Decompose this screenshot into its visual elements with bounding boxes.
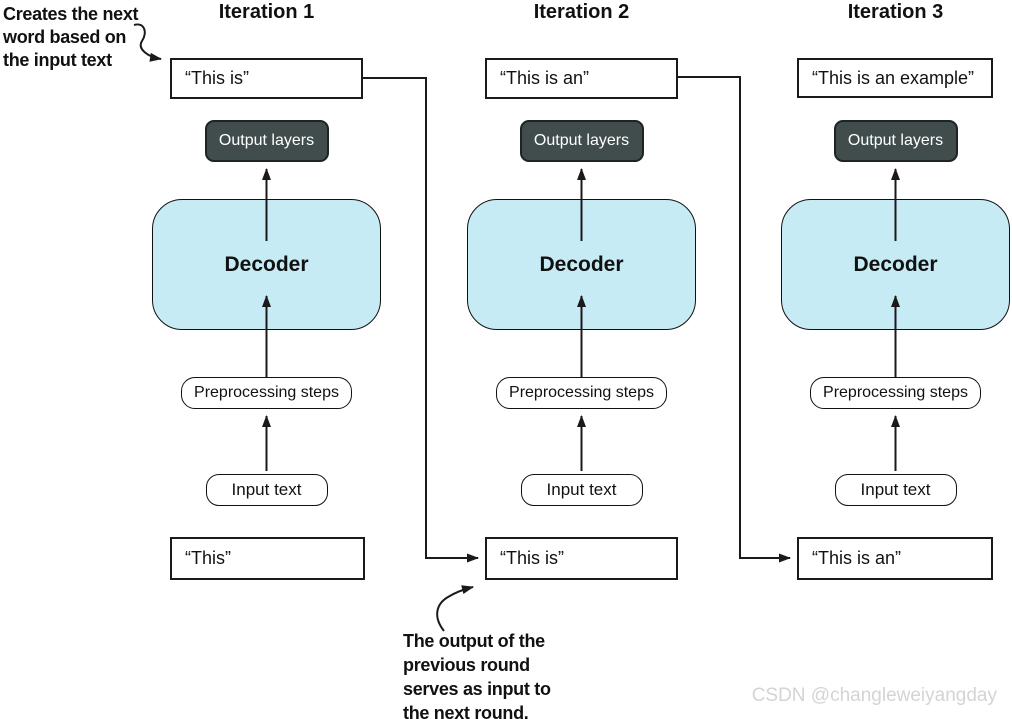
annotation-line: Creates the next — [3, 4, 139, 24]
iteration-3-preprocessing-box: Preprocessing steps — [810, 377, 981, 409]
annotation-line: the next round. — [403, 703, 529, 719]
iteration-3-output-text-box: “This is an example” — [797, 58, 993, 98]
iteration-3-bottom-input-box: “This is an” — [797, 537, 993, 580]
iteration-3-title: Iteration 3 — [847, 1, 944, 23]
iteration-1-output-layers-box: Output layers — [204, 120, 329, 162]
watermark-text: CSDN @changleweiyangday — [751, 685, 997, 706]
iteration-1-decoder-box: Decoder — [152, 199, 381, 330]
annotation-line: serves as input to — [403, 679, 551, 699]
iteration-1-bottom-input-box: “This” — [170, 537, 365, 580]
annotation-output-serves-as-input: The output of the previous round serves … — [403, 629, 551, 719]
annotation-line: The output of the — [403, 631, 545, 651]
annotation-arrow-bottom — [436, 585, 474, 632]
iteration-2-input-text-box: Input text — [520, 474, 643, 506]
iteration-2-decoder-box: Decoder — [467, 199, 696, 330]
iteration-2-preprocessing-box: Preprocessing steps — [496, 377, 667, 409]
connector-iter1-to-iter2 — [363, 77, 479, 563]
iteration-2-bottom-input-box: “This is” — [485, 537, 678, 580]
annotation-line: previous round — [403, 655, 530, 675]
iteration-2-output-layers-box: Output layers — [519, 120, 644, 162]
iteration-1-preprocessing-box: Preprocessing steps — [181, 377, 352, 409]
iteration-3-decoder-box: Decoder — [781, 199, 1010, 330]
annotation-line: word based on — [3, 27, 127, 47]
iteration-1-input-text-box: Input text — [205, 474, 328, 506]
iteration-2-title: Iteration 2 — [533, 1, 630, 23]
connector-iter2-to-iter3 — [678, 76, 791, 563]
iteration-3-input-text-box: Input text — [834, 474, 957, 506]
annotation-creates-next-word: Creates the next word based on the input… — [3, 3, 139, 72]
annotation-line: the input text — [3, 50, 112, 70]
iteration-2-output-text-box: “This is an” — [485, 58, 678, 99]
iteration-1-title: Iteration 1 — [218, 1, 315, 23]
iteration-1-output-text-box: “This is” — [170, 58, 363, 99]
iteration-3-output-layers-box: Output layers — [833, 120, 958, 162]
